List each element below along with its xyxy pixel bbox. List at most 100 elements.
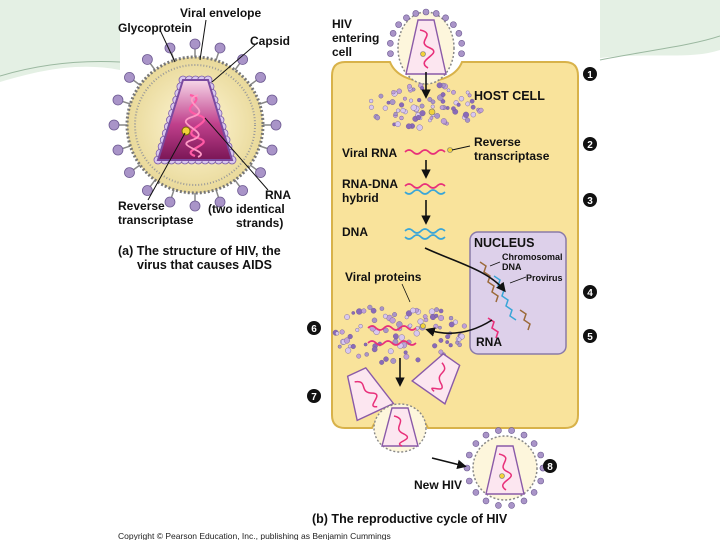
- protein-particle: [356, 308, 363, 315]
- protein-particle: [445, 334, 451, 340]
- protein-particle: [413, 330, 420, 337]
- caption-a-line-2: virus that causes AIDS: [137, 258, 272, 272]
- chromosomal-dna-lower: [519, 309, 531, 331]
- glycoprotein-knob: [108, 119, 120, 131]
- protein-particle: [416, 124, 423, 131]
- hybrid-rna-strand: [404, 183, 446, 189]
- protein-particle: [344, 314, 350, 320]
- protein-particle: [405, 123, 412, 130]
- capsid-debris: [368, 82, 484, 131]
- protein-particle: [428, 308, 436, 315]
- copyright-notice: Copyright © Pearson Education, Inc., pub…: [118, 531, 391, 540]
- protein-particle: [363, 342, 368, 347]
- protein-particle: [402, 96, 407, 101]
- protein-particle: [347, 333, 353, 340]
- protein-particle: [478, 107, 484, 113]
- protein-particle: [356, 353, 362, 359]
- label-hiv-entering-1: HIV: [332, 17, 352, 31]
- protein-particle: [390, 358, 397, 364]
- protein-particle: [438, 338, 444, 343]
- protein-particle: [407, 83, 412, 89]
- protein-particle: [379, 359, 385, 365]
- protein-particle: [434, 113, 441, 119]
- protein-particle: [403, 350, 408, 355]
- label-rna-dna-1: RNA-DNA: [342, 177, 398, 191]
- label-rna-dna-2: hybrid: [342, 191, 379, 205]
- rt-leader-line: [451, 145, 471, 151]
- label-glycoprotein: Glycoprotein: [118, 21, 192, 35]
- envelope-glycoprotein: [387, 50, 394, 57]
- protein-particle: [410, 104, 417, 111]
- glycoprotein-knob: [112, 94, 124, 106]
- budding-virus-right: [411, 352, 461, 405]
- structure-leader-lines: [147, 19, 269, 201]
- protein-particle: [351, 311, 356, 315]
- envelope-glycoprotein: [387, 40, 394, 47]
- envelope-glycoprotein: [389, 30, 397, 37]
- label-rna: RNA: [265, 188, 291, 202]
- label-reverse-transcriptase-2: transcriptase: [118, 213, 194, 227]
- protein-particle: [379, 306, 385, 311]
- label-reverse-transcriptase-1: Reverse: [118, 199, 165, 213]
- envelope-glycoprotein: [537, 477, 545, 485]
- protein-particle: [439, 105, 445, 110]
- step-number-8: 8: [547, 462, 553, 473]
- dna-strand-2: [404, 234, 446, 240]
- protein-particle: [382, 105, 388, 111]
- dna-strand-1: [404, 228, 446, 234]
- envelope-glycoprotein: [422, 8, 430, 16]
- glycoprotein-knob: [141, 185, 153, 196]
- glycoprotein-knob: [237, 185, 249, 196]
- protein-particle: [367, 304, 373, 310]
- protein-particle: [457, 337, 462, 342]
- assembly-rna-2: [367, 340, 417, 346]
- envelope-glycoprotein: [412, 10, 420, 17]
- protein-particle: [417, 97, 422, 103]
- label-host-cell: HOST CELL: [474, 89, 545, 103]
- glycoprotein-knob: [255, 71, 266, 83]
- label-provirus: Provirus: [526, 273, 563, 283]
- envelope-glycoprotein: [482, 431, 490, 439]
- envelope-glycoprotein: [465, 477, 473, 485]
- protein-particle: [399, 115, 404, 121]
- protein-particle: [371, 317, 378, 324]
- label-reverse-transcriptase-b1: Reverse: [474, 135, 521, 149]
- protein-particle: [343, 337, 350, 344]
- protein-particle: [389, 99, 396, 105]
- protein-particle: [398, 334, 405, 341]
- protein-particle: [335, 331, 340, 336]
- label-viral-envelope: Viral envelope: [180, 6, 261, 20]
- glycoprotein-knob: [266, 94, 278, 106]
- protein-particle: [445, 106, 450, 110]
- protein-particle: [419, 86, 425, 91]
- envelope-glycoprotein: [458, 40, 465, 47]
- step-badge-1: [583, 67, 597, 81]
- provirus-leader: [509, 276, 527, 284]
- protein-particle: [395, 121, 401, 127]
- step-badge-8: [543, 459, 557, 473]
- envelope-glycoprotein: [495, 427, 502, 434]
- envelope-glycoprotein: [472, 489, 480, 496]
- step-number-6: 6: [311, 324, 317, 335]
- envelope-glycoprotein: [537, 451, 545, 459]
- protein-particle: [383, 327, 389, 334]
- protein-particle: [368, 104, 374, 110]
- hybrid-dna-strand: [404, 189, 446, 195]
- envelope-glycoprotein: [463, 464, 471, 472]
- protein-particle: [470, 104, 476, 110]
- step-number-5: 5: [587, 332, 593, 343]
- protein-particle: [470, 112, 476, 118]
- viral-envelope-inner: [134, 64, 256, 186]
- protein-particle: [445, 340, 450, 344]
- glycoprotein-knob: [164, 196, 176, 208]
- entering-virus: [397, 11, 455, 85]
- protein-particle: [430, 104, 435, 109]
- envelope-glycoprotein: [530, 440, 538, 447]
- glycoprotein-knob: [255, 167, 266, 179]
- protein-particle: [378, 93, 384, 99]
- protein-particle: [446, 88, 451, 93]
- rna-strand-a: [188, 93, 206, 158]
- protein-particle: [339, 329, 345, 335]
- protein-particle: [419, 110, 426, 117]
- protein-particle: [458, 96, 465, 102]
